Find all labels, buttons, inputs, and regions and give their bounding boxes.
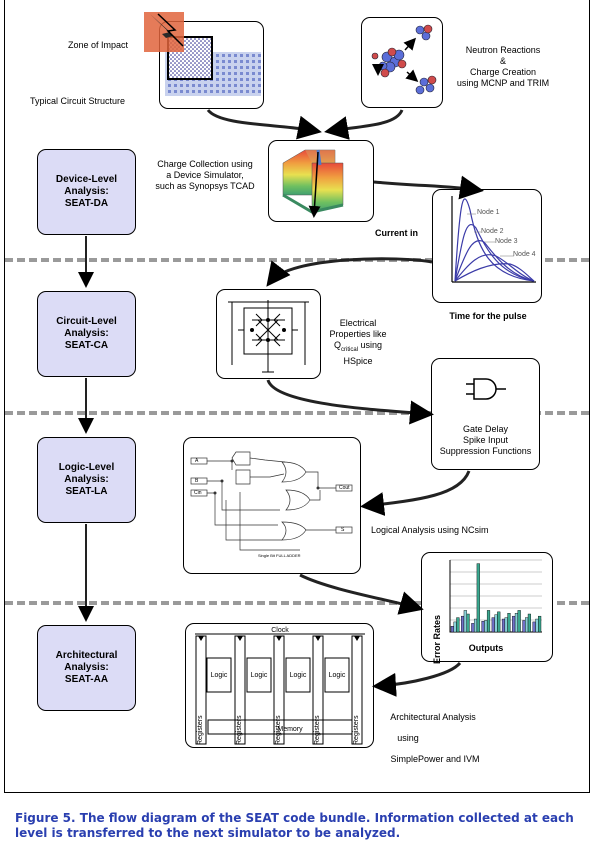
- transistor-schematic: [228, 300, 309, 373]
- arch-analysis-line-3: SimplePower and IVM: [390, 754, 480, 764]
- current-pulse-plot: [451, 196, 536, 283]
- neutron-illustration: [371, 24, 437, 95]
- error-chart-bar: [463, 610, 467, 633]
- error-rates-label: Error Rates: [432, 614, 442, 664]
- current-in-label: Current in: [375, 228, 419, 238]
- arch-analysis-line-1: Architectural Analysis: [390, 712, 476, 722]
- error-chart-bar: [535, 618, 539, 633]
- node-4-label: Node 4: [513, 251, 536, 258]
- registers-label-5: Registers: [353, 715, 360, 745]
- error-chart-bar: [507, 613, 511, 633]
- flow-arrows: [206, 108, 484, 697]
- error-chart-bar: [494, 614, 498, 633]
- error-chart-bar: [497, 611, 501, 633]
- logic-block-3: Logic: [289, 672, 307, 679]
- level-separator-2: [5, 411, 589, 415]
- clock-label: Clock: [271, 627, 289, 634]
- registers-label-2: Registers: [236, 715, 243, 745]
- time-for-pulse-label: Time for the pulse: [449, 311, 527, 321]
- logic-block-2: Logic: [250, 672, 268, 679]
- error-chart-bar: [450, 626, 454, 633]
- error-chart-bar: [486, 610, 491, 633]
- logical-analysis-label: Logical Analysis using NCsim: [371, 525, 489, 535]
- error-rates-box: [421, 552, 553, 662]
- circuit-structure-illustration: [144, 12, 261, 96]
- error-chart-bar: [512, 615, 516, 633]
- error-chart-bar: [461, 615, 465, 633]
- error-chart-bar: [471, 623, 475, 633]
- outputs-label: Outputs: [468, 643, 504, 653]
- and-gate-icon: [466, 378, 506, 400]
- error-chart-bar: [476, 563, 480, 633]
- input-cin-label: Cin: [194, 490, 202, 496]
- level-separator-3: [5, 601, 589, 605]
- error-chart-bar: [538, 615, 542, 633]
- error-chart-bar: [501, 618, 506, 633]
- error-chart-bar: [514, 613, 519, 633]
- error-chart-axis: [449, 560, 542, 633]
- error-chart-bar: [491, 617, 495, 633]
- error-chart-bar: [525, 617, 529, 633]
- error-chart-bar: [504, 617, 508, 633]
- adder-title: Single Bit FULL ADDER: [258, 553, 301, 558]
- memory-label: Memory: [277, 726, 303, 733]
- error-rate-chart: [449, 559, 542, 633]
- error-chart-bar: [466, 613, 470, 633]
- input-b-label: B: [195, 478, 199, 484]
- input-a-label: A: [195, 458, 199, 464]
- diagram-frame: [4, 0, 590, 793]
- node-3-label: Node 3: [495, 238, 518, 245]
- level-separator-1: [5, 258, 589, 262]
- error-chart-bar: [473, 618, 478, 633]
- gate-delay-box: [431, 358, 540, 470]
- error-chart-bar: [456, 617, 460, 633]
- error-chart-bar: [532, 621, 536, 633]
- error-chart-bar: [481, 621, 485, 633]
- tcad-device-illustration: [282, 149, 344, 218]
- architecture-box: [185, 623, 374, 748]
- full-adder-schematic: [190, 451, 353, 551]
- error-chart-bar: [517, 610, 521, 633]
- arch-analysis-line-2: using: [397, 733, 419, 743]
- node-2-label: Node 2: [481, 228, 504, 235]
- full-adder-box: [183, 437, 361, 574]
- typical-circuit-label: Typical Circuit Structure: [30, 96, 126, 106]
- registers-label-4: Registers: [314, 715, 321, 745]
- error-chart-bar: [453, 621, 457, 633]
- logic-block-4: Logic: [328, 672, 346, 679]
- zone-of-impact-label: Zone of Impact: [68, 40, 129, 50]
- registers-label-1: Registers: [197, 715, 204, 745]
- error-chart-bar: [527, 613, 531, 633]
- figure-caption: Figure 5. The flow diagram of the SEAT c…: [15, 811, 574, 840]
- output-s-label: S: [341, 527, 345, 533]
- error-chart-bar: [522, 620, 526, 633]
- registers-label-3: Registers: [275, 715, 282, 745]
- node-1-label: Node 1: [477, 209, 500, 216]
- logic-block-1: Logic: [210, 672, 228, 679]
- output-cout-label: Cout: [339, 485, 350, 491]
- error-chart-bar: [484, 620, 488, 633]
